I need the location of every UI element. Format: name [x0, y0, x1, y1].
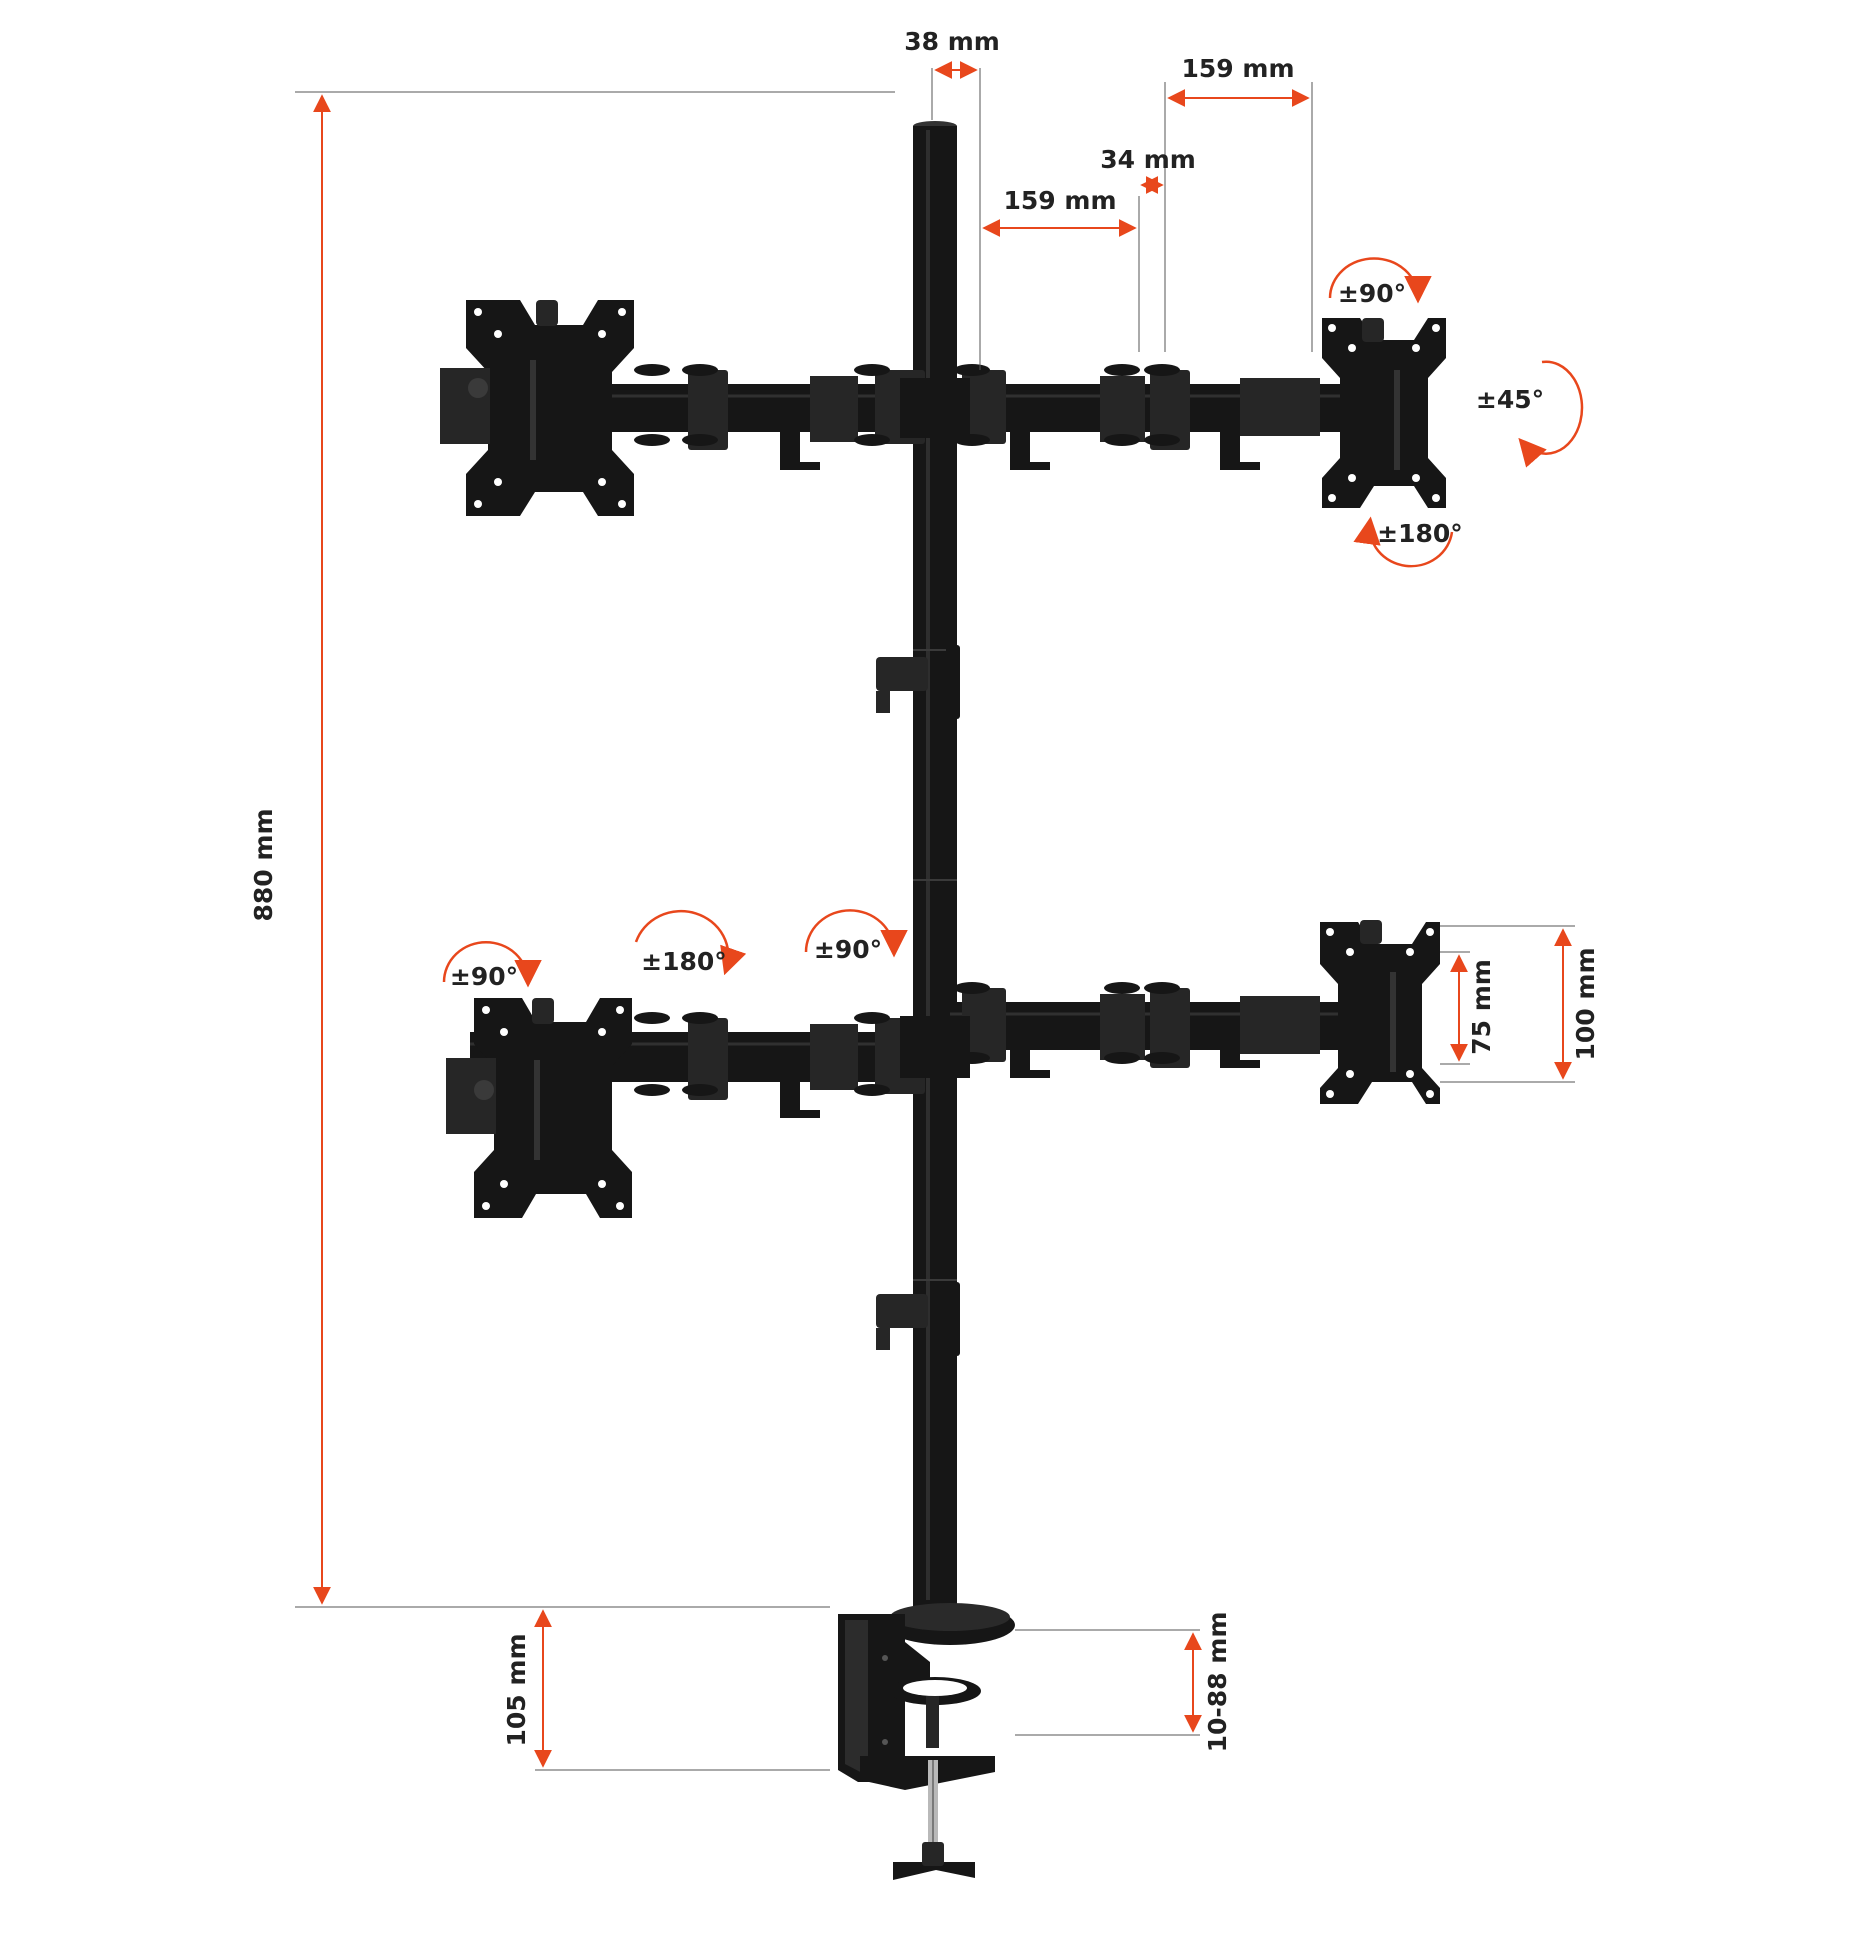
mount-hardware: [440, 121, 1446, 1880]
label-rot-top-swivel: ±45°: [1476, 385, 1544, 414]
label-rot-bottom-tilt: ±90°: [450, 962, 518, 991]
label-rot-bottom-rotate: ±180°: [641, 947, 727, 976]
dimension-lines: [295, 61, 1575, 1771]
dimension-labels: 38 mm 159 mm 34 mm 159 mm 880 mm 105 mm …: [249, 27, 1600, 1752]
label-vesa-small: 75 mm: [1467, 959, 1496, 1055]
label-desk-thickness: 10-88 mm: [1203, 1612, 1232, 1753]
vesa-plate-bottom-right: [1320, 920, 1440, 1104]
label-total-height: 880 mm: [249, 809, 278, 922]
label-pole-diameter: 38 mm: [904, 27, 1000, 56]
vesa-plate-top-left: [440, 300, 634, 516]
vesa-plate-top-right: [1322, 318, 1446, 508]
rot-arrow-bottom-arm: [804, 909, 908, 958]
cable-clip-lower: [876, 1282, 960, 1356]
label-rot-top-tilt: ±90°: [1338, 279, 1406, 308]
label-vesa-large: 100 mm: [1571, 948, 1600, 1061]
rot-arrow-top-swivel: [1518, 360, 1584, 468]
rot-arrow-top-rotate: [1353, 516, 1454, 568]
label-arm-lower: 159 mm: [1004, 186, 1117, 215]
top-arm-assembly: [440, 300, 1446, 516]
vesa-plate-bottom-left: [446, 998, 632, 1218]
label-arm-offset: 34 mm: [1100, 145, 1196, 174]
cable-clip-upper: [876, 645, 960, 719]
bottom-arm-assembly: [446, 920, 1440, 1218]
label-arm-upper: 159 mm: [1182, 54, 1295, 83]
rotation-arrows: [442, 257, 1584, 988]
label-clamp-height: 105 mm: [502, 1634, 531, 1747]
desk-clamp: [838, 1614, 995, 1880]
label-rot-bottom-arm: ±90°: [814, 935, 882, 964]
rot-arrow-bottom-tilt: [442, 941, 542, 988]
label-rot-top-rotate: ±180°: [1377, 519, 1463, 548]
rot-arrow-bottom-rotate: [634, 909, 747, 976]
rot-arrow-top-tilt: [1328, 257, 1432, 304]
pole: [913, 121, 957, 1606]
